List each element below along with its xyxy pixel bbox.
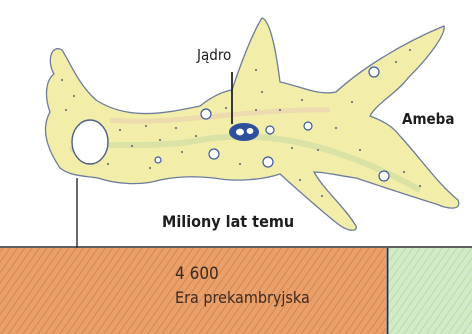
amoeba-body <box>45 18 458 230</box>
vacuole <box>72 120 108 164</box>
next-era-band <box>389 248 472 334</box>
time-caption: Miliony lat temu <box>162 212 294 231</box>
timeline-value: 4 600 <box>175 264 219 284</box>
timeline-band <box>0 178 472 334</box>
era-name: Era prekambryjska <box>175 288 310 307</box>
nucleus-label: Jądro <box>197 46 231 64</box>
amoeba-drawing <box>45 18 458 230</box>
organism-label: Ameba <box>402 110 454 128</box>
